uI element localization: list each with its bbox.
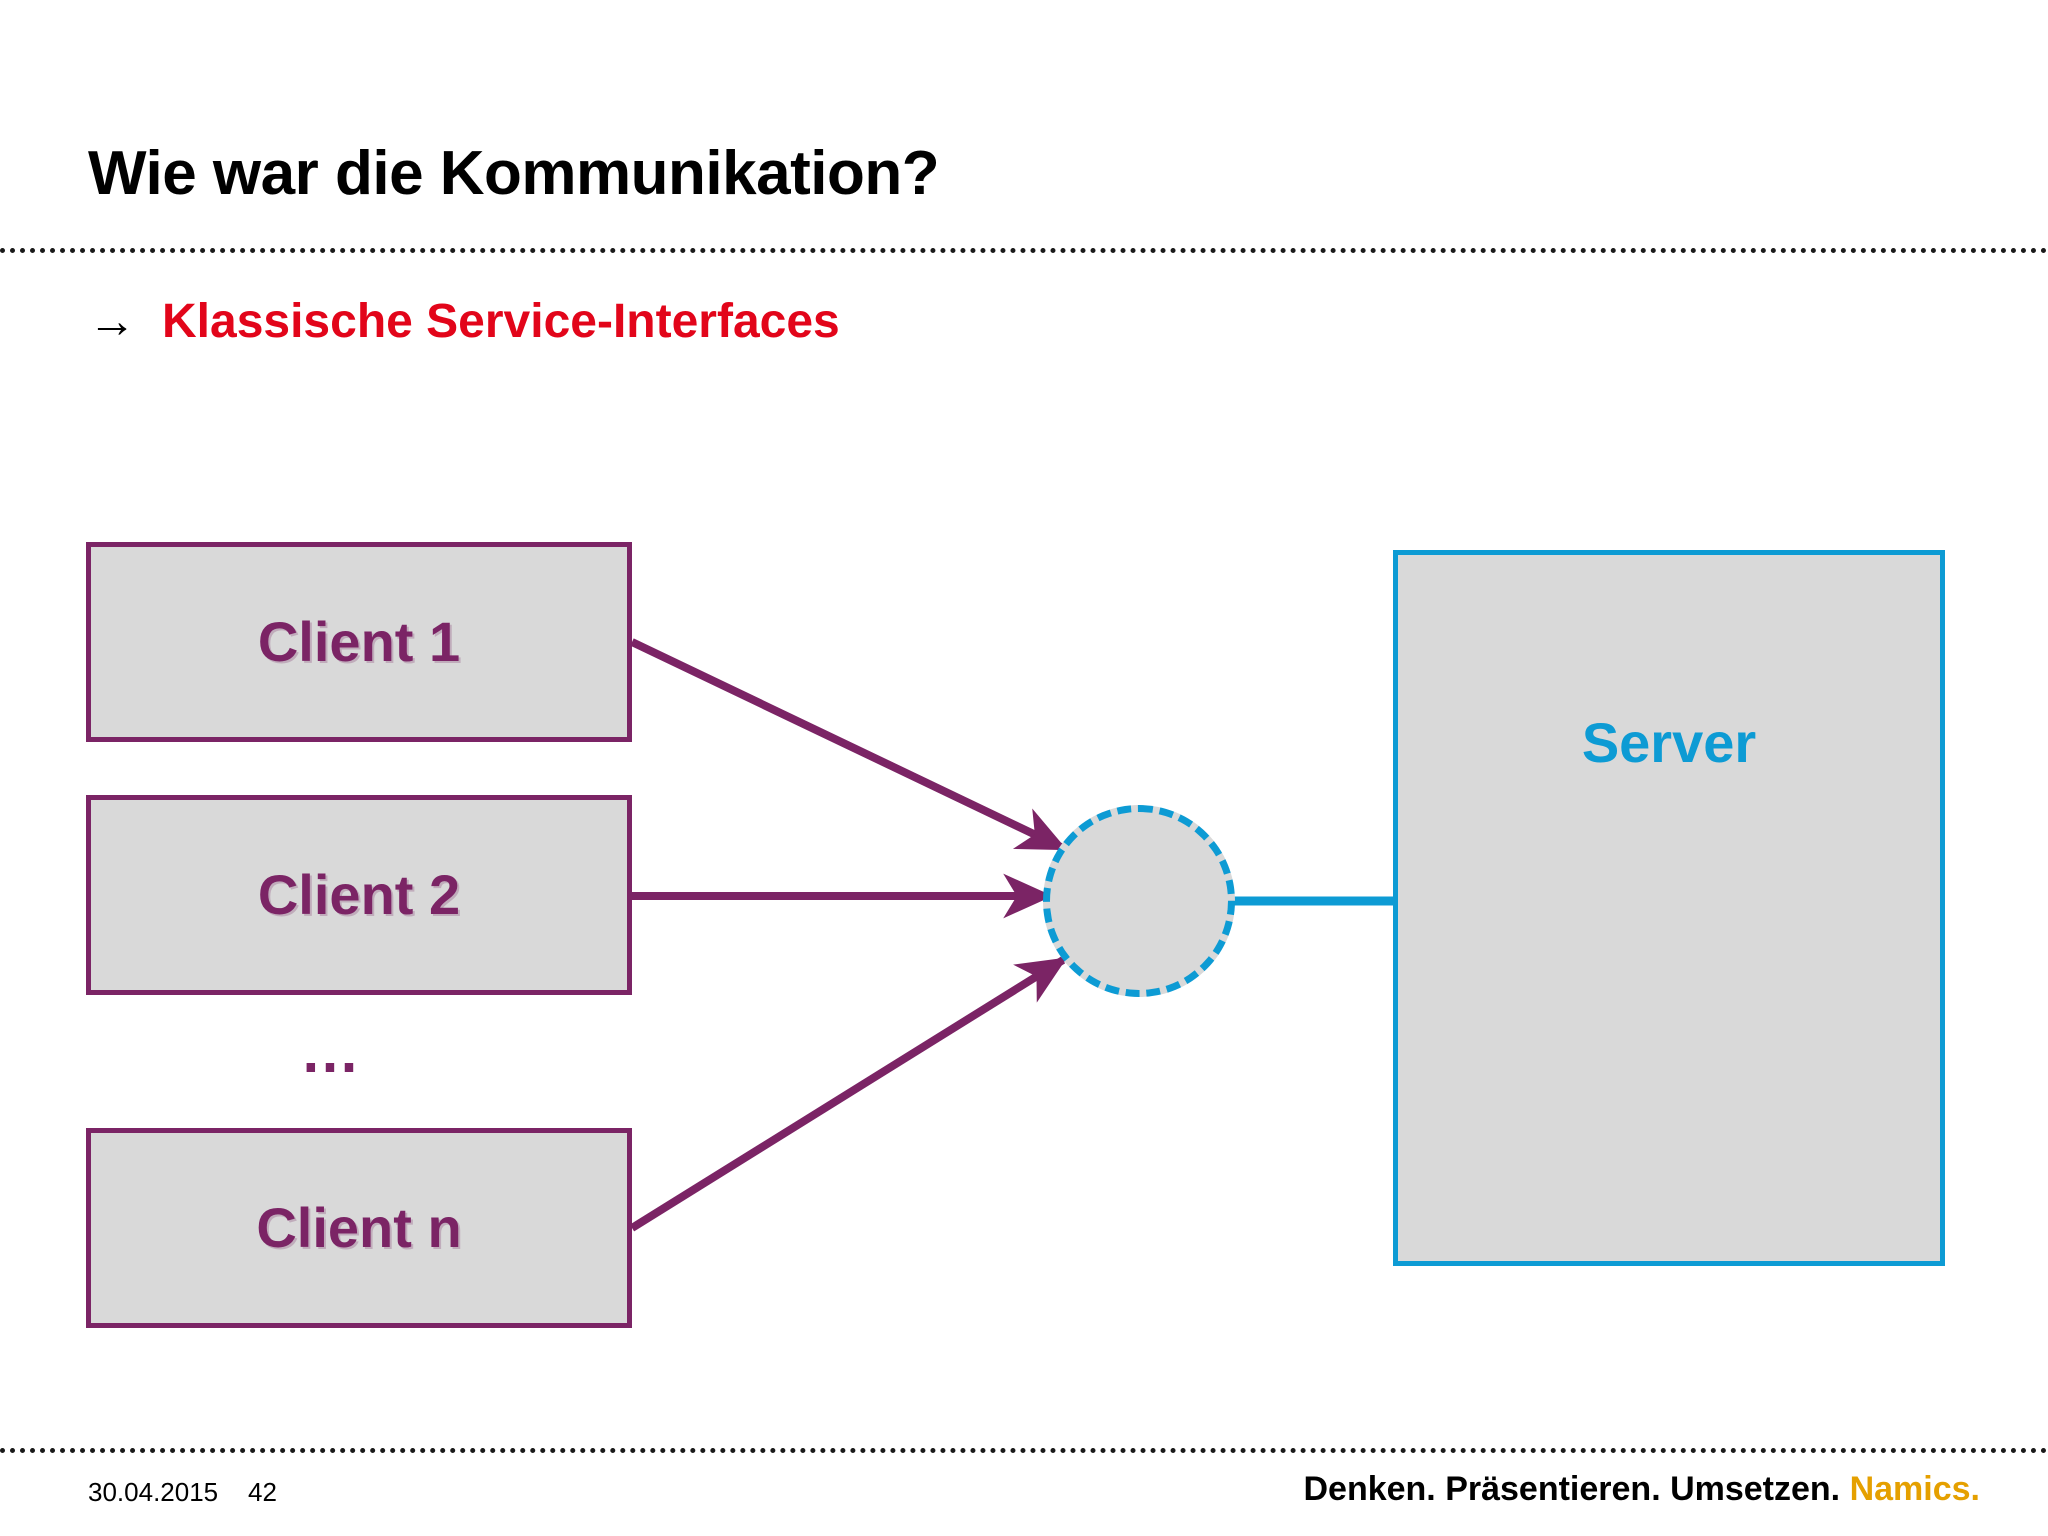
client-box-label: Client n bbox=[256, 1196, 462, 1259]
footer-slogan-text: Denken. Präsentieren. Umsetzen. bbox=[1303, 1470, 1841, 1508]
service-interface-node[interactable] bbox=[1043, 805, 1235, 997]
clients-ellipsis: … bbox=[300, 1018, 366, 1085]
subtitle-row: → Klassische Service-Interfaces bbox=[88, 298, 840, 346]
client-box-2[interactable]: Client 2 bbox=[86, 795, 632, 995]
footer-divider bbox=[0, 1448, 2048, 1453]
server-box-label: Server bbox=[1581, 711, 1757, 774]
subtitle-text: Klassische Service-Interfaces bbox=[162, 295, 840, 348]
client-box-label: Client 1 bbox=[257, 610, 461, 673]
footer-brand-name: Namics. bbox=[1849, 1470, 1980, 1508]
footer-page-number: 42 bbox=[248, 1477, 277, 1507]
client-box-1[interactable]: Client 1 bbox=[86, 542, 632, 742]
client-box-label: Client 2 bbox=[257, 863, 461, 926]
arrow-right-icon: → bbox=[88, 295, 136, 348]
page-title: Wie war die Kommunikation? bbox=[88, 139, 940, 208]
connector-clientn-to-interface bbox=[629, 956, 1068, 1232]
client-box-n[interactable]: Client n bbox=[86, 1128, 632, 1328]
header-divider bbox=[0, 248, 2048, 253]
connector-client1-to-interface bbox=[630, 638, 1068, 852]
footer-date: 30.04.2015 bbox=[88, 1477, 219, 1507]
footer-slogan: Denken. Präsentieren. Umsetzen. Namics. bbox=[1303, 1470, 1980, 1509]
server-box[interactable]: Server bbox=[1393, 550, 1945, 1266]
